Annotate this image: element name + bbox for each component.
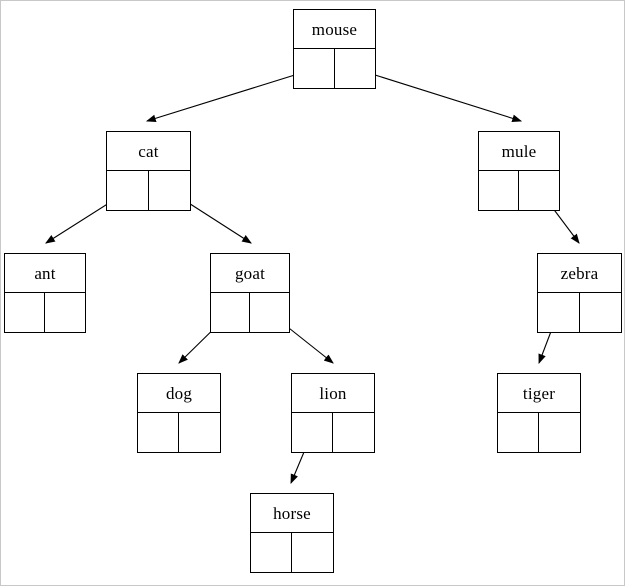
tree-edge-mouse-to-cat — [145, 68, 315, 123]
node-left-pointer-cat[interactable] — [107, 171, 149, 210]
node-left-pointer-mule[interactable] — [479, 171, 519, 210]
node-left-pointer-mouse[interactable] — [294, 49, 335, 88]
tree-node-lion[interactable]: lion — [291, 373, 375, 453]
node-right-pointer-dog[interactable] — [179, 413, 220, 452]
node-pointers-mule — [479, 171, 559, 210]
node-right-pointer-mouse[interactable] — [335, 49, 376, 88]
node-label-tiger: tiger — [498, 374, 580, 413]
node-left-pointer-lion[interactable] — [292, 413, 333, 452]
node-right-pointer-horse[interactable] — [292, 533, 333, 572]
node-pointers-tiger — [498, 413, 580, 452]
tree-node-goat[interactable]: goat — [210, 253, 290, 333]
node-pointers-horse — [251, 533, 333, 572]
node-right-pointer-zebra[interactable] — [580, 293, 622, 332]
node-pointers-dog — [138, 413, 220, 452]
node-pointers-goat — [211, 293, 289, 332]
tree-node-mule[interactable]: mule — [478, 131, 560, 211]
node-label-ant: ant — [5, 254, 85, 293]
node-label-lion: lion — [292, 374, 374, 413]
node-label-goat: goat — [211, 254, 289, 293]
tree-node-cat[interactable]: cat — [106, 131, 191, 211]
tree-edge-mouse-to-mule — [355, 68, 523, 123]
node-right-pointer-ant[interactable] — [45, 293, 85, 332]
node-pointers-zebra — [538, 293, 621, 332]
node-pointers-lion — [292, 413, 374, 452]
tree-node-zebra[interactable]: zebra — [537, 253, 622, 333]
node-right-pointer-mule[interactable] — [519, 171, 559, 210]
node-label-cat: cat — [107, 132, 190, 171]
node-left-pointer-zebra[interactable] — [538, 293, 580, 332]
node-pointers-cat — [107, 171, 190, 210]
node-label-dog: dog — [138, 374, 220, 413]
node-left-pointer-horse[interactable] — [251, 533, 292, 572]
tree-node-dog[interactable]: dog — [137, 373, 221, 453]
node-right-pointer-cat[interactable] — [149, 171, 191, 210]
node-left-pointer-dog[interactable] — [138, 413, 179, 452]
tree-node-mouse[interactable]: mouse — [293, 9, 376, 89]
node-label-mouse: mouse — [294, 10, 375, 49]
node-right-pointer-goat[interactable] — [250, 293, 289, 332]
node-pointers-ant — [5, 293, 85, 332]
node-left-pointer-tiger[interactable] — [498, 413, 539, 452]
node-right-pointer-tiger[interactable] — [539, 413, 580, 452]
node-right-pointer-lion[interactable] — [333, 413, 374, 452]
node-label-zebra: zebra — [538, 254, 621, 293]
node-pointers-mouse — [294, 49, 375, 88]
tree-node-ant[interactable]: ant — [4, 253, 86, 333]
node-label-horse: horse — [251, 494, 333, 533]
node-label-mule: mule — [479, 132, 559, 171]
tree-node-horse[interactable]: horse — [250, 493, 334, 573]
node-left-pointer-goat[interactable] — [211, 293, 250, 332]
tree-node-tiger[interactable]: tiger — [497, 373, 581, 453]
node-left-pointer-ant[interactable] — [5, 293, 45, 332]
